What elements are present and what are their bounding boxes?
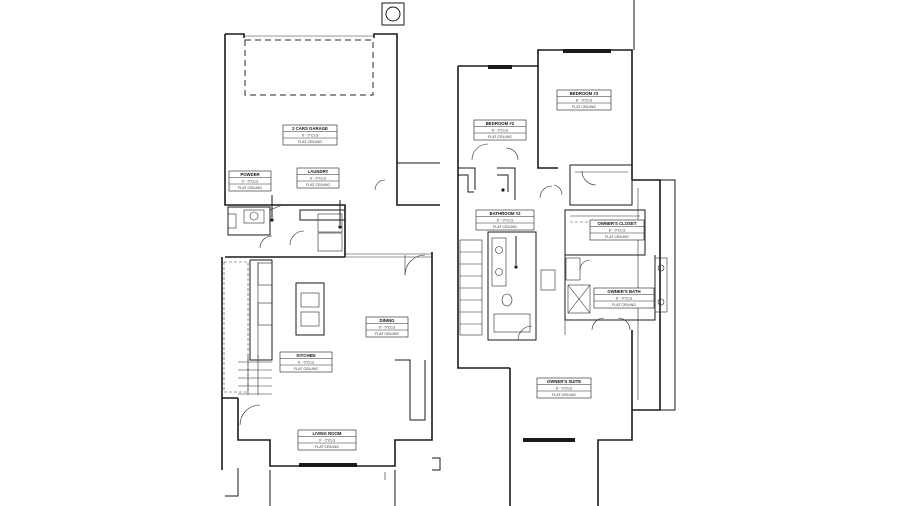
room-label-laundry: LAUNDRY 9' - 0"CLG FLAT CEILING bbox=[296, 167, 340, 189]
room-name: 2 CARS GARAGE bbox=[292, 126, 328, 131]
room-name: OWNER'S BATH bbox=[607, 289, 640, 294]
room-label-bedroom-2: BEDROOM #2 8' - 0"CLG FLAT CEILING bbox=[473, 119, 527, 141]
room-name: POWDER bbox=[240, 172, 260, 177]
ceiling-height: 8' - 0"CLG bbox=[609, 229, 626, 233]
ceiling-height: 9' - 0"CLG bbox=[298, 361, 315, 365]
ceiling-height: 9' - 0"CLG bbox=[319, 439, 336, 443]
room-label-owners-suite: OWNER'S SUITE 8' - 0"CLG FLAT CEILING bbox=[536, 377, 592, 399]
ceiling-height: 8' - 0"CLG bbox=[492, 129, 509, 133]
ceiling-type: FLAT CEILING bbox=[572, 105, 596, 109]
garage-walls bbox=[224, 33, 440, 206]
ceiling-type: FLAT CEILING bbox=[315, 445, 339, 449]
ground-floor-plan bbox=[221, 2, 441, 506]
ground-stair bbox=[238, 355, 272, 395]
room-name: LAUNDRY bbox=[308, 169, 329, 174]
garage-parking-outline bbox=[244, 39, 374, 96]
room-name: BEDROOM #2 bbox=[486, 121, 515, 126]
room-label-dining: DINING 9' - 0"CLG FLAT CEILING bbox=[365, 316, 409, 338]
room-name: DINING bbox=[379, 318, 395, 323]
room-label-bathroom-2: BATHROOM #2 8' - 0"CLG FLAT CEILING bbox=[475, 209, 535, 231]
upper-floor-plan bbox=[457, 0, 676, 506]
ceiling-type: FLAT CEILING bbox=[298, 140, 322, 144]
ceiling-type: FLAT CEILING bbox=[493, 225, 517, 229]
ceiling-type: FLAT CEILING bbox=[612, 303, 636, 307]
ceiling-height: 9' - 0"CLG bbox=[242, 180, 259, 184]
ceiling-type: FLAT CEILING bbox=[552, 393, 576, 397]
room-label-kitchen: KITCHEN 9' - 0"CLG FLAT CEILING bbox=[279, 351, 333, 373]
room-label-owners-closet: OWNER'S CLOSET 8' - 0"CLG FLAT CEILING bbox=[589, 219, 645, 241]
ceiling-type: FLAT CEILING bbox=[238, 186, 262, 190]
room-name: OWNER'S SUITE bbox=[547, 379, 581, 384]
room-name: OWNER'S CLOSET bbox=[598, 221, 637, 226]
room-name: BATHROOM #2 bbox=[490, 211, 522, 216]
room-label-powder: POWDER 9' - 0"CLG FLAT CEILING bbox=[228, 170, 272, 192]
ceiling-type: FLAT CEILING bbox=[375, 332, 399, 336]
upper-stair bbox=[459, 239, 483, 336]
ceiling-height: 9' - 0"CLG bbox=[302, 134, 319, 138]
room-label-owners-bath: OWNER'S BATH 8' - 0"CLG FLAT CEILING bbox=[593, 287, 655, 309]
room-label-bedroom-3: BEDROOM #3 8' - 0"CLG FLAT CEILING bbox=[556, 89, 612, 111]
room-label-living-room: LIVING ROOM 9' - 0"CLG FLAT CEILING bbox=[297, 429, 357, 451]
ceiling-height: 8' - 0"CLG bbox=[576, 99, 593, 103]
ceiling-height: 8' - 0"CLG bbox=[497, 219, 514, 223]
north-marker bbox=[381, 2, 405, 26]
room-name: KITCHEN bbox=[296, 353, 315, 358]
ceiling-height: 8' - 0"CLG bbox=[616, 297, 633, 301]
ceiling-type: FLAT CEILING bbox=[306, 183, 330, 187]
ceiling-height: 9' - 0"CLG bbox=[379, 326, 396, 330]
room-name: LIVING ROOM bbox=[313, 431, 342, 436]
ceiling-type: FLAT CEILING bbox=[605, 235, 629, 239]
room-name: BEDROOM #3 bbox=[570, 91, 599, 96]
ceiling-height: 9' - 0"CLG bbox=[310, 177, 327, 181]
ceiling-type: FLAT CEILING bbox=[488, 135, 512, 139]
ceiling-height: 8' - 0"CLG bbox=[556, 387, 573, 391]
ceiling-type: FLAT CEILING bbox=[294, 367, 318, 371]
room-label-garage: 2 CARS GARAGE 9' - 0"CLG FLAT CEILING bbox=[282, 124, 338, 146]
